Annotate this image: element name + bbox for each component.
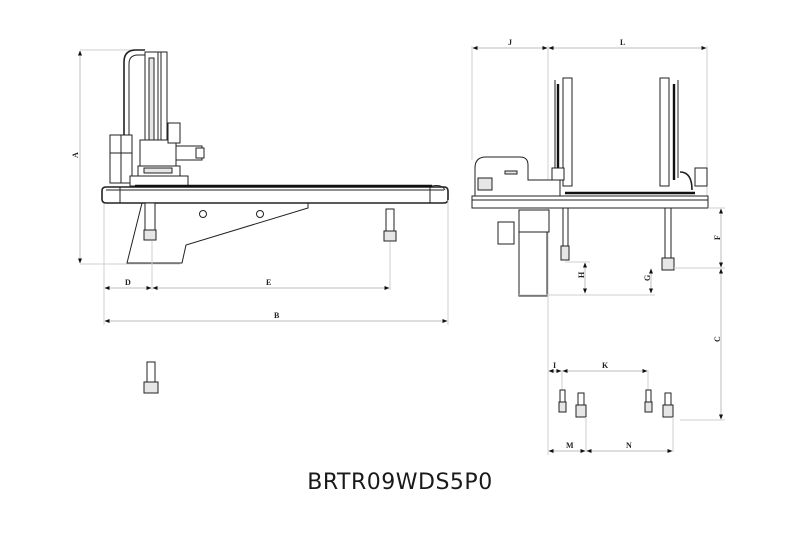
dimension-k: K <box>562 361 648 373</box>
dimension-e: E <box>152 242 391 290</box>
control-box <box>474 156 561 197</box>
dim-label-k: K <box>602 361 609 370</box>
pneumatic-unit <box>497 209 550 297</box>
base-bracket <box>126 202 309 264</box>
dimension-d: D <box>103 204 153 325</box>
detail-grippers <box>558 370 674 452</box>
dim-label-n: N <box>626 441 632 450</box>
dim-label-g: G <box>643 275 652 281</box>
front-arm-right <box>659 77 708 191</box>
dimension-b: B <box>104 200 449 325</box>
front-arm-left <box>551 77 573 187</box>
dim-label-e: E <box>266 278 271 287</box>
dimension-f: F <box>674 207 725 269</box>
carriage <box>109 122 205 187</box>
front-beam <box>471 191 709 209</box>
dimension-l: L <box>548 38 708 200</box>
side-gripper-1 <box>143 202 157 241</box>
dim-label-b: B <box>274 311 280 320</box>
dimension-i: I <box>548 361 562 373</box>
dimension-j: J <box>471 38 549 455</box>
side-gripper-2 <box>383 208 397 242</box>
dim-label-l: L <box>620 38 625 47</box>
dim-label-a: A <box>71 152 80 158</box>
side-view: A <box>71 49 449 394</box>
dim-label-c: C <box>713 336 722 342</box>
dimension-c: C <box>680 268 725 421</box>
dimension-n: N <box>586 441 673 453</box>
dim-label-j: J <box>508 38 512 47</box>
dim-label-i: I <box>553 361 556 370</box>
detail-gripper-side <box>143 361 159 394</box>
front-gripper-right <box>661 207 675 271</box>
dim-label-d: D <box>125 278 131 287</box>
front-gripper-left <box>560 207 570 261</box>
dimension-a: A <box>71 49 180 265</box>
dimension-h: H <box>519 261 655 296</box>
dimension-m: M <box>548 441 586 453</box>
model-number-caption: BRTR09WDS5P0 <box>307 470 493 495</box>
front-view: J L <box>471 38 725 455</box>
horizontal-beam <box>101 184 449 204</box>
dimension-g: G <box>643 268 653 294</box>
dim-label-m: M <box>566 441 574 450</box>
dim-label-f: F <box>713 235 722 240</box>
dim-label-h: H <box>577 271 586 278</box>
